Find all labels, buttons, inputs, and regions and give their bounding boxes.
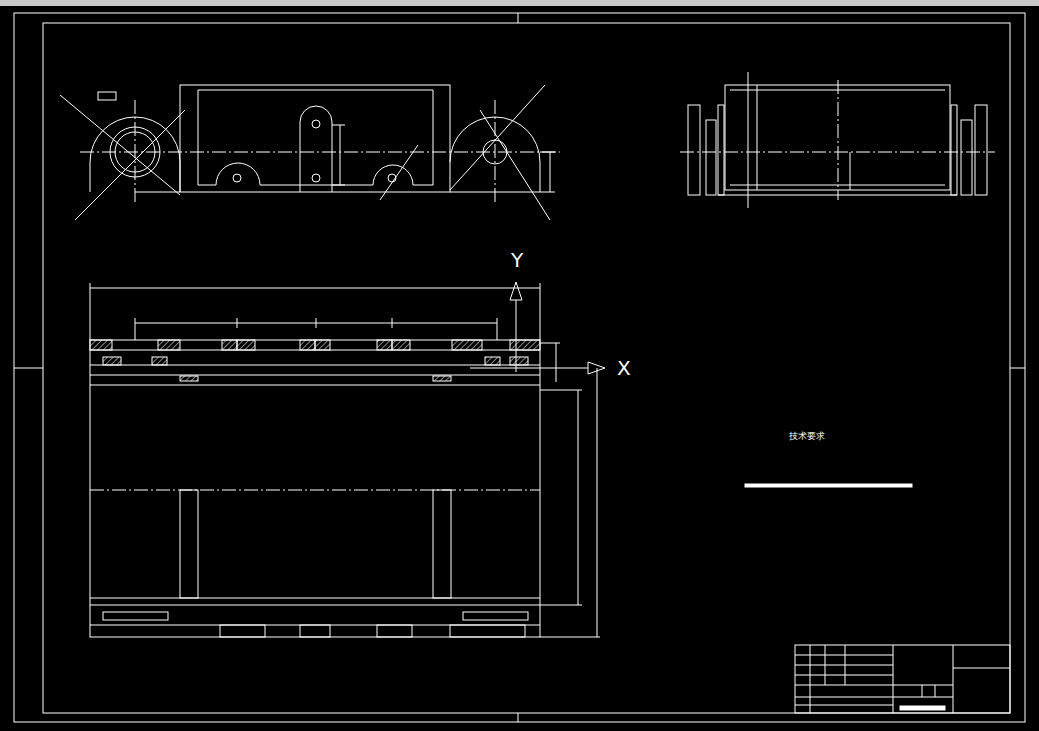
axis-label: Y: [510, 250, 524, 270]
notes-heading: 技术要求: [788, 432, 826, 441]
axis-label: X: [616, 358, 632, 378]
